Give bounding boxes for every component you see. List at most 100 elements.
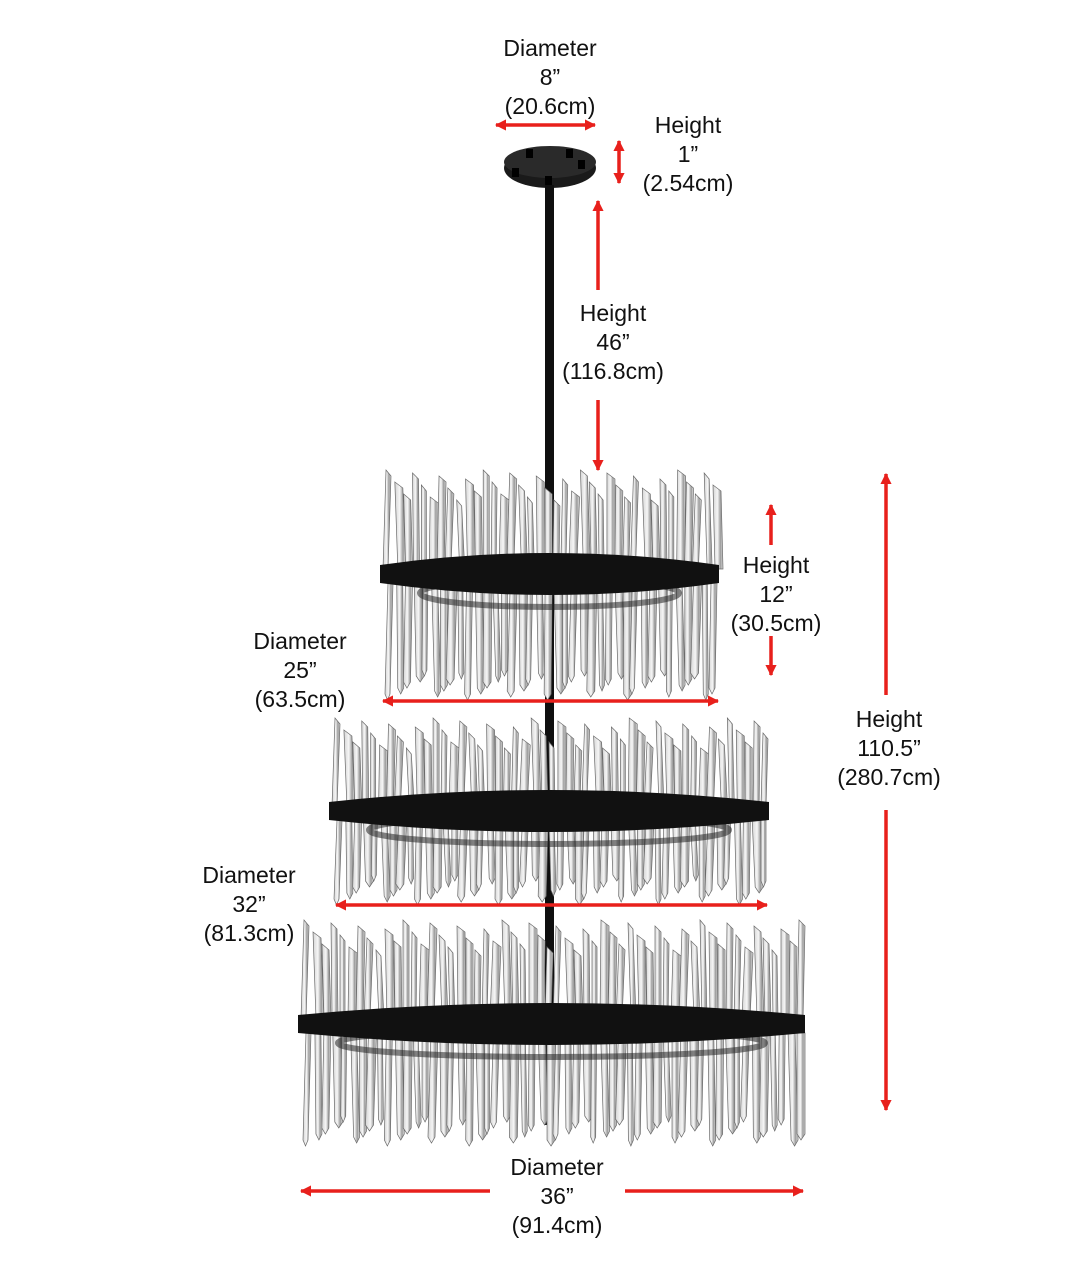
crystal: [567, 582, 578, 683]
crystal: [676, 469, 687, 570]
crystal: [444, 487, 455, 570]
crystal: [508, 1032, 520, 1144]
tier2-diameter-imperial: 32”: [232, 891, 266, 917]
crystal: [427, 1032, 439, 1144]
crystal: [321, 1032, 332, 1135]
crystal: [355, 925, 366, 1020]
tier1-height-title: Height: [742, 552, 810, 578]
metal-band: [329, 790, 769, 832]
tier-2: [329, 717, 769, 906]
crystal: [661, 819, 671, 900]
crystal: [703, 471, 713, 570]
crystal: [777, 1032, 786, 1126]
crystal: [684, 481, 694, 570]
crystal: [675, 582, 686, 692]
canopy-height-label: Height 1” (2.54cm): [643, 111, 734, 198]
crystal: [426, 922, 438, 1020]
crystal: [384, 582, 394, 701]
crystal: [314, 1032, 323, 1141]
crystal: [403, 493, 414, 570]
crystal: [412, 472, 420, 570]
crystal: [640, 582, 649, 689]
rod-height-title: Height: [579, 300, 647, 326]
crystal: [796, 919, 806, 1020]
crystal: [682, 723, 690, 807]
crystal: [377, 1032, 384, 1126]
tier-1: [380, 469, 724, 701]
crystal: [492, 582, 502, 683]
canopy-diameter-imperial: 8”: [539, 64, 561, 90]
crystal: [733, 934, 742, 1020]
crystal: [760, 732, 769, 807]
crystal: [796, 1032, 806, 1141]
crystal: [615, 1032, 627, 1126]
crystal: [760, 819, 767, 888]
crystal: [457, 582, 465, 680]
tier2-diameter-metric: (81.3cm): [203, 920, 295, 946]
crystal: [333, 819, 343, 906]
crystal: [562, 582, 568, 689]
crystal: [636, 819, 645, 891]
crystal: [600, 1032, 610, 1138]
crystal: [726, 717, 735, 807]
crystal: [699, 919, 708, 1020]
crystal: [788, 940, 798, 1020]
crystal: [421, 484, 427, 570]
crystal: [735, 729, 746, 807]
crystal: [482, 469, 490, 570]
crystal: [343, 729, 356, 807]
tier-3: [298, 919, 806, 1147]
crystal: [708, 931, 719, 1020]
crystal: [300, 919, 310, 1020]
crystal: [414, 819, 423, 906]
crystal: [321, 943, 332, 1020]
crystal: [494, 819, 504, 906]
rod-height-label: Height 46” (116.8cm): [562, 299, 664, 386]
crystal: [506, 582, 518, 698]
crystal: [432, 819, 443, 894]
crystal: [771, 949, 779, 1020]
crystal: [384, 928, 396, 1020]
overall-height-imperial: 110.5”: [857, 735, 921, 761]
crystal: [402, 919, 410, 1020]
crystal: [741, 819, 751, 900]
crystal: [412, 1032, 422, 1129]
tier1-diameter-title: Diameter: [253, 628, 347, 654]
metal-band: [298, 1003, 805, 1045]
canopy-diameter-title: Diameter: [503, 35, 597, 61]
canopy-height-metric: (2.54cm): [642, 170, 734, 196]
crystal: [482, 582, 493, 689]
crystal: [704, 819, 716, 897]
rod-height-metric: (116.8cm): [562, 358, 664, 384]
crystal: [691, 493, 702, 570]
dimension-arrows: [299, 119, 892, 1197]
canopy-height-title: Height: [654, 112, 722, 138]
crystal: [370, 732, 377, 807]
crystal-tiers: [298, 469, 806, 1147]
crystal: [652, 1032, 663, 1129]
crystal: [457, 819, 469, 903]
tier3-diameter-metric: (91.4cm): [511, 1212, 603, 1238]
crystal: [586, 582, 598, 698]
tier2-diameter-title: Diameter: [202, 862, 296, 888]
crystal: [701, 582, 709, 701]
crystal: [725, 922, 734, 1020]
crystal: [519, 1032, 528, 1138]
crystal: [442, 819, 452, 888]
crystal: [698, 819, 706, 903]
tier3-diameter-label: Diameter 36” (91.4cm): [510, 1153, 603, 1240]
crystal: [630, 475, 639, 570]
canopy-height-imperial: 1”: [677, 141, 699, 167]
crystal: [363, 937, 374, 1020]
crystal: [677, 1032, 689, 1138]
crystal: [302, 1032, 312, 1147]
tier1-diameter-label: Diameter 25” (63.5cm): [253, 627, 346, 714]
crystal: [680, 819, 690, 888]
crystal: [445, 582, 458, 686]
crystal: [590, 1032, 598, 1144]
crystal: [395, 819, 408, 891]
tier1-height-imperial: 12”: [759, 581, 793, 607]
crystal: [662, 1032, 672, 1123]
canopy-diameter-label: Diameter 8” (20.6cm): [503, 34, 596, 121]
